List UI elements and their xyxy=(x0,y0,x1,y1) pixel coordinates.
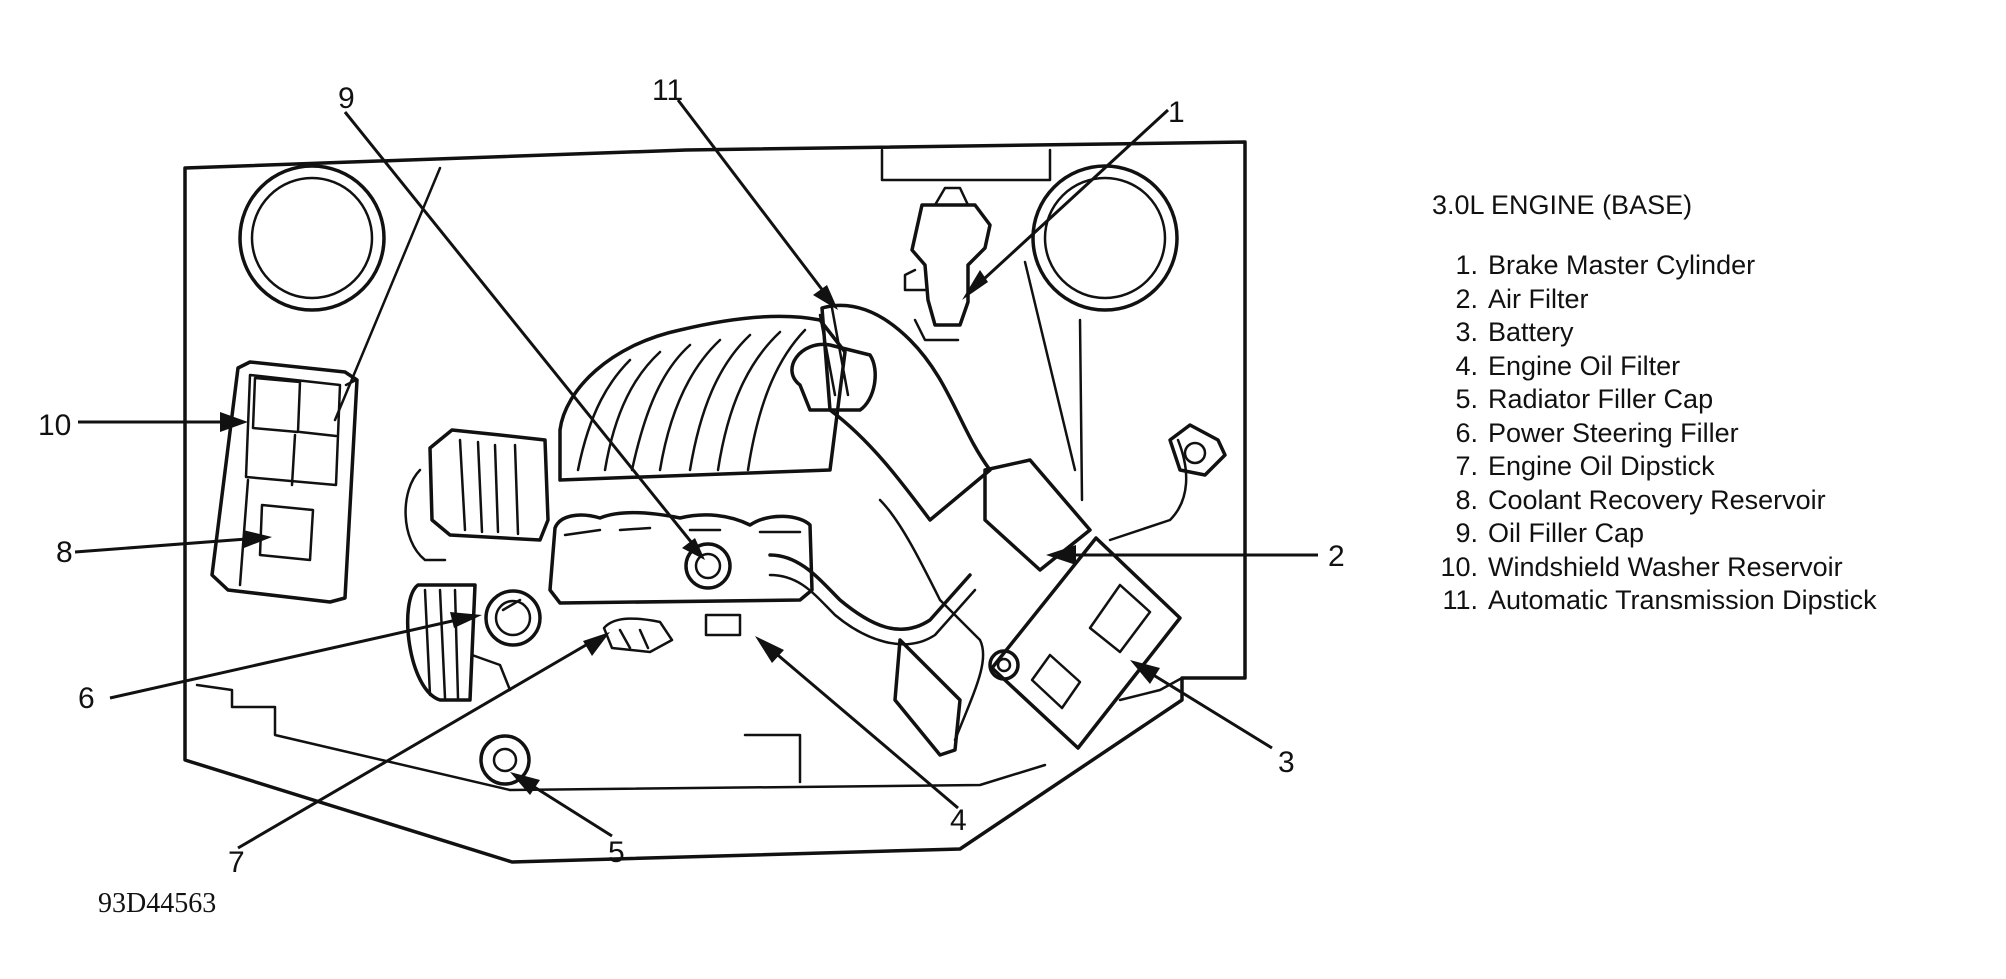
battery xyxy=(988,438,1188,750)
legend-item-label: Oil Filler Cap xyxy=(1488,518,1645,548)
callout-4: 4 xyxy=(950,804,967,837)
compartment-outline xyxy=(183,140,1247,864)
callout-1: 1 xyxy=(1168,96,1185,129)
air-intake-duct xyxy=(790,303,1092,757)
figure-id: 93D44563 xyxy=(98,888,216,919)
coolant-hose xyxy=(768,553,977,646)
legend-item: 2. Air Filter xyxy=(1432,283,1877,317)
oil-filler-cap xyxy=(684,542,732,590)
washer-reservoir xyxy=(210,360,359,604)
legend-item-label: Automatic Transmission Dipstick xyxy=(1488,585,1877,615)
lower-inner-step xyxy=(743,676,1184,784)
callout-8: 8 xyxy=(56,536,73,569)
legend-item-label: Engine Oil Filter xyxy=(1488,350,1681,381)
leader-lines xyxy=(74,99,1318,850)
legend-item-label: Engine Oil Dipstick xyxy=(1488,451,1715,481)
callout-11: 11 xyxy=(652,74,683,107)
callout-5: 5 xyxy=(608,836,625,869)
legend-item-number: 4. xyxy=(1455,350,1478,381)
radiator-filler-cap xyxy=(479,734,531,786)
callout-7: 7 xyxy=(228,846,245,879)
legend-item-number: 9. xyxy=(1455,518,1478,548)
legend-item: 7. Engine Oil Dipstick xyxy=(1432,450,1877,484)
arrowheads xyxy=(220,270,1160,795)
legend-item-number: 5. xyxy=(1455,384,1478,414)
left-strut-tower xyxy=(238,164,442,422)
intake-manifold xyxy=(558,314,847,482)
engine-oil-dipstick xyxy=(602,617,674,654)
accessory-drive xyxy=(404,428,550,702)
callout-9: 9 xyxy=(338,82,355,115)
legend-item: 4. Engine Oil Filter xyxy=(1432,350,1877,384)
legend-item: 8. Coolant Recovery Reservoir xyxy=(1432,484,1877,518)
legend-item: 10. Windshield Washer Reservoir xyxy=(1432,551,1877,585)
legend-item-label: Power Steering Filler xyxy=(1488,417,1739,448)
callout-10: 10 xyxy=(38,409,71,442)
cowl-recess xyxy=(880,148,1052,182)
legend-item-number: 11. xyxy=(1442,585,1478,615)
legend-item-label: Radiator Filler Cap xyxy=(1488,384,1714,414)
legend-list: 1. Brake Master Cylinder 2. Air Filter 3. B… xyxy=(1432,249,1877,618)
oil-filter xyxy=(704,613,742,637)
legend-item-number: 6. xyxy=(1455,417,1478,448)
legend-title: 3.0L ENGINE (BASE) xyxy=(1432,190,1693,220)
legend-item-label: Windshield Washer Reservoir xyxy=(1488,551,1843,582)
lower-inner-edge xyxy=(195,683,1047,792)
legend-item-number: 3. xyxy=(1455,317,1478,347)
legend-item-number: 2. xyxy=(1455,283,1478,314)
legend-item: 5. Radiator Filler Cap xyxy=(1432,383,1877,417)
callout-3: 3 xyxy=(1278,746,1295,779)
legend-item-label: Air Filter xyxy=(1488,283,1589,314)
callout-6: 6 xyxy=(78,682,95,715)
callout-2: 2 xyxy=(1328,540,1345,573)
legend-item-number: 1. xyxy=(1455,250,1478,280)
legend-item: 9. Oil Filler Cap xyxy=(1432,517,1877,551)
legend-item-number: 7. xyxy=(1455,451,1478,481)
legend-item: 3. Battery xyxy=(1432,316,1877,350)
legend-item: 6. Power Steering Filler xyxy=(1432,417,1877,451)
legend-item-number: 10. xyxy=(1440,551,1478,582)
right-strut-tower xyxy=(1023,164,1179,502)
legend-item: 11. Automatic Transmission Dipstick xyxy=(1432,584,1877,618)
right-connector xyxy=(1168,423,1227,477)
legend-item-label: Coolant Recovery Reservoir xyxy=(1488,484,1826,515)
brake-master-cylinder xyxy=(903,186,992,342)
legend-item-label: Battery xyxy=(1488,317,1574,347)
legend-item-number: 8. xyxy=(1455,484,1478,515)
legend-item: 1. Brake Master Cylinder xyxy=(1432,249,1877,283)
legend: 3.0L ENGINE (BASE) 1. Brake Master Cylind… xyxy=(1432,190,1877,618)
valve-cover xyxy=(548,511,814,605)
legend-item-label: Brake Master Cylinder xyxy=(1488,250,1756,280)
